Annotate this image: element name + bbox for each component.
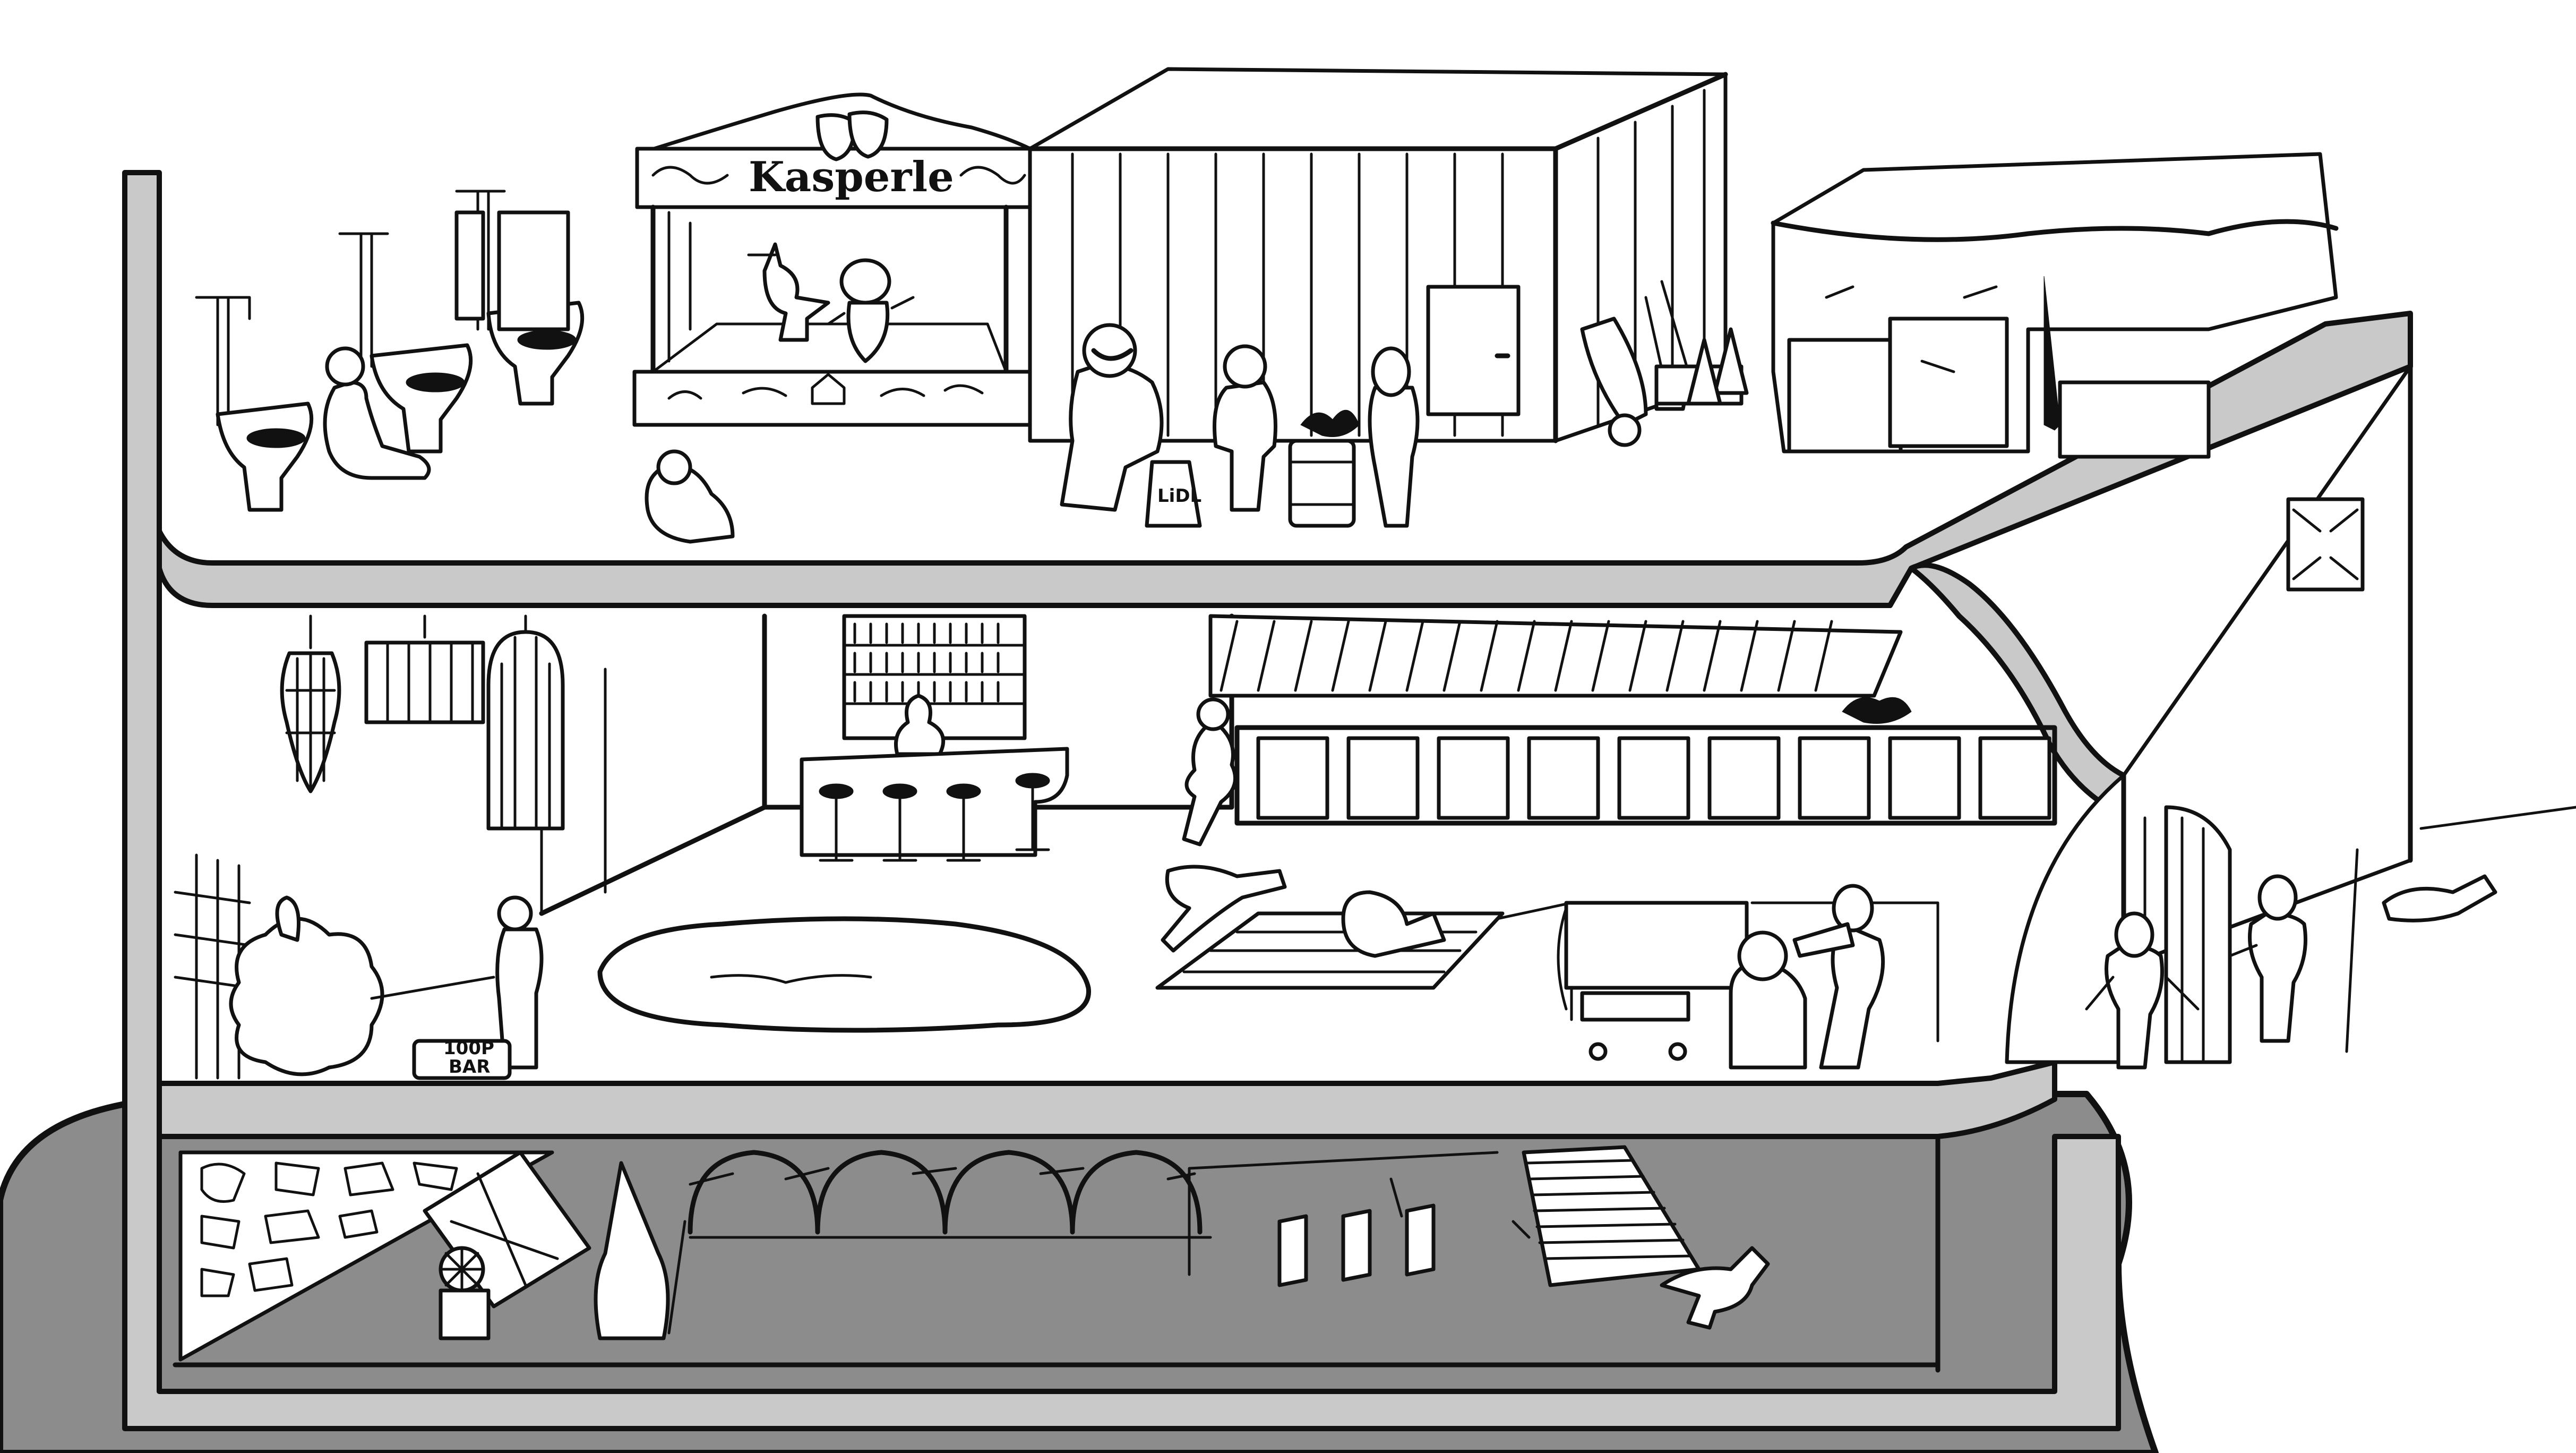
bar-stools	[819, 773, 1050, 862]
stage-sign-title: Kasperle	[749, 153, 954, 201]
door[interactable]	[1346, 736, 1420, 820]
fallen-figure	[2382, 874, 2497, 922]
pool	[597, 916, 1092, 1033]
container-building	[1027, 67, 1728, 443]
cell-door[interactable]	[1277, 1214, 1308, 1287]
puppet-figure	[827, 258, 915, 363]
fallen-figure-basement	[1660, 1246, 1770, 1330]
tarp-covered-boxes	[1771, 152, 2339, 459]
pressure-washer	[412, 1039, 512, 1080]
puppet-stage: Kasperle	[632, 92, 1032, 427]
traffic-cone	[1713, 327, 1749, 395]
torture-wheel	[423, 1150, 591, 1340]
bar-counter	[800, 747, 1069, 857]
seated-figure	[323, 380, 431, 480]
cell-door[interactable]	[1405, 1203, 1436, 1277]
rooftop-slab	[157, 311, 2413, 608]
barrel-smoke	[1300, 409, 1360, 437]
container-door[interactable]	[1426, 285, 1521, 416]
pressure-washer-label-2: BAR	[449, 1056, 490, 1078]
window	[2286, 497, 2365, 592]
door[interactable]	[1707, 736, 1781, 820]
tools-group	[1580, 280, 1749, 447]
workers-group: LiDL	[1060, 323, 1420, 528]
door[interactable]	[1798, 736, 1871, 820]
door[interactable]	[1617, 736, 1690, 820]
crouching-figure	[645, 465, 735, 544]
cell-door[interactable]	[1341, 1209, 1372, 1282]
door[interactable]	[1978, 736, 2051, 820]
theater-masks-icon	[815, 110, 889, 161]
puppet-figure	[747, 242, 830, 342]
toilet	[338, 232, 473, 454]
washer-operator	[495, 927, 544, 1070]
foam-cloud	[229, 917, 384, 1076]
doors-row	[1234, 697, 2057, 826]
sunken-platform	[1155, 865, 1505, 990]
cell-doors	[1188, 1151, 1531, 1287]
sprawled-figure	[1161, 865, 1287, 953]
door[interactable]	[1527, 736, 1600, 820]
medical-area	[1496, 884, 1939, 1070]
shopping-bag-label: LiDL	[1157, 485, 1201, 507]
guard-figure	[2248, 911, 2307, 1043]
wash-area: 100P BAR	[174, 853, 544, 1080]
toilet	[195, 296, 314, 512]
pressure-washer-label-1: 100P	[443, 1038, 494, 1059]
hanging-cages	[280, 614, 565, 831]
hooded-figure	[594, 1161, 686, 1340]
middle-floor-slab	[157, 1059, 2057, 1139]
toilets-group	[195, 190, 585, 512]
basement-arches	[688, 1150, 1212, 1239]
bar-area	[800, 614, 1069, 862]
guards	[2085, 827, 2359, 1070]
door[interactable]	[1437, 736, 1510, 820]
awning	[1208, 614, 1903, 698]
door[interactable]	[1256, 736, 1329, 820]
traffic-cone	[1686, 338, 1722, 406]
dancer-figure	[1182, 725, 1238, 847]
burning-barrel	[1288, 439, 1356, 528]
bartender	[894, 694, 946, 756]
shopping-bag	[1145, 460, 1202, 528]
door[interactable]	[1888, 736, 1961, 820]
